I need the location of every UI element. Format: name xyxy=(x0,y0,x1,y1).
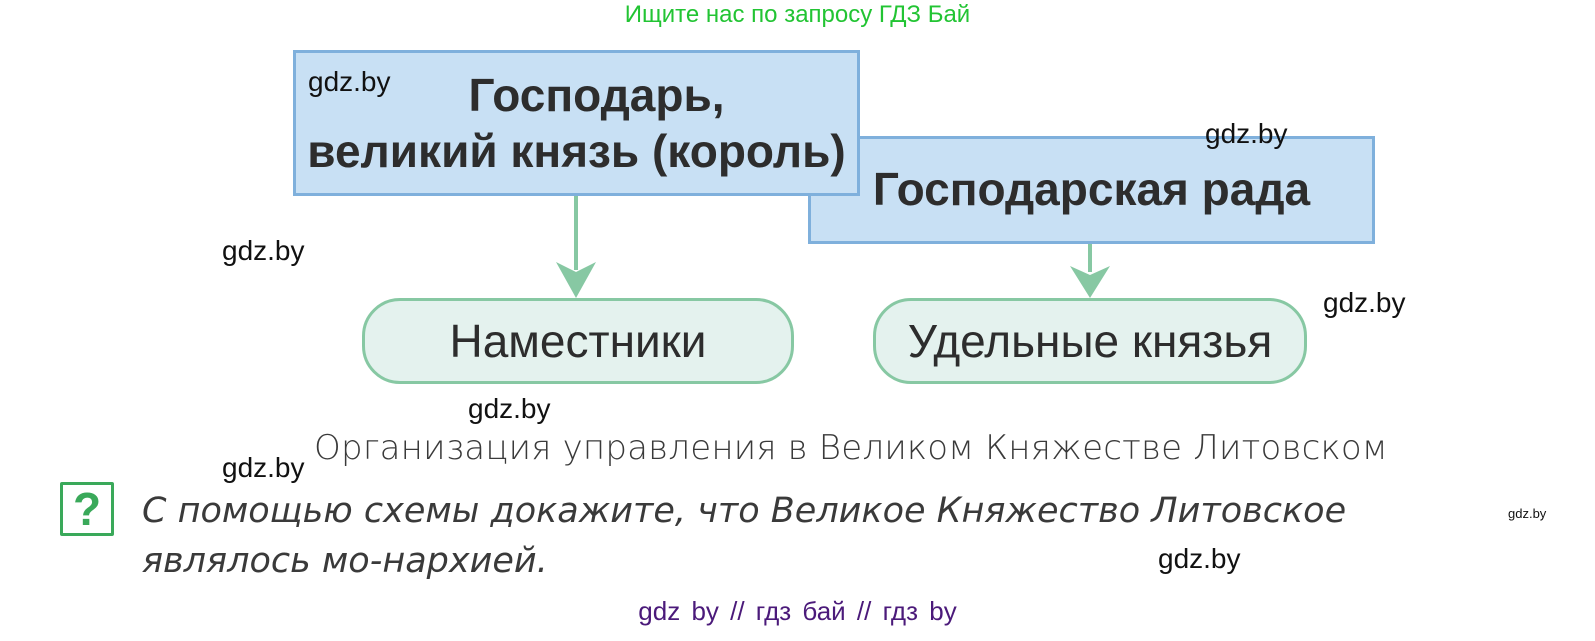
gospodar-label-line1: Господарь, xyxy=(468,69,725,121)
watermark: gdz.by xyxy=(222,235,305,266)
question-text: С помощью схемы докажите, что Великое Кн… xyxy=(142,491,1347,581)
search-banner: Ищите нас по запросу ГДЗ Бай xyxy=(624,1,971,28)
question-mark-icon: ? xyxy=(60,482,114,536)
namestniki-label: Наместники xyxy=(449,315,707,367)
gospodar-label: Господарь, великий князь (король) xyxy=(296,67,857,179)
watermark: gdz.by xyxy=(308,66,391,97)
box-gospodar: Господарь, великий князь (король) xyxy=(293,50,860,196)
footer-links: gdz by // гдз бай // гдз by xyxy=(638,596,957,626)
watermark: gdz.by xyxy=(222,452,305,483)
rada-label: Господарская рада xyxy=(872,163,1311,215)
watermark: gdz.by xyxy=(1205,118,1288,149)
arrow-rada-to-udelnye xyxy=(1070,244,1110,298)
box-namestniki: Наместники xyxy=(362,298,794,384)
box-udelnye-knyazya: Удельные князья xyxy=(873,298,1307,384)
diagram-caption: Организация управления в Великом Княжест… xyxy=(314,428,1388,468)
watermark: gdz.by xyxy=(1508,506,1547,521)
box-gospodarskaya-rada: Господарская рада xyxy=(808,136,1375,244)
arrow-ruler-to-namestniki xyxy=(556,196,596,298)
watermark: gdz.by xyxy=(468,393,551,424)
gospodar-label-line2: великий князь (король) xyxy=(307,125,846,177)
udelnye-label: Удельные князья xyxy=(907,315,1273,367)
watermark: gdz.by xyxy=(1158,543,1241,574)
watermark: gdz.by xyxy=(1323,287,1406,318)
